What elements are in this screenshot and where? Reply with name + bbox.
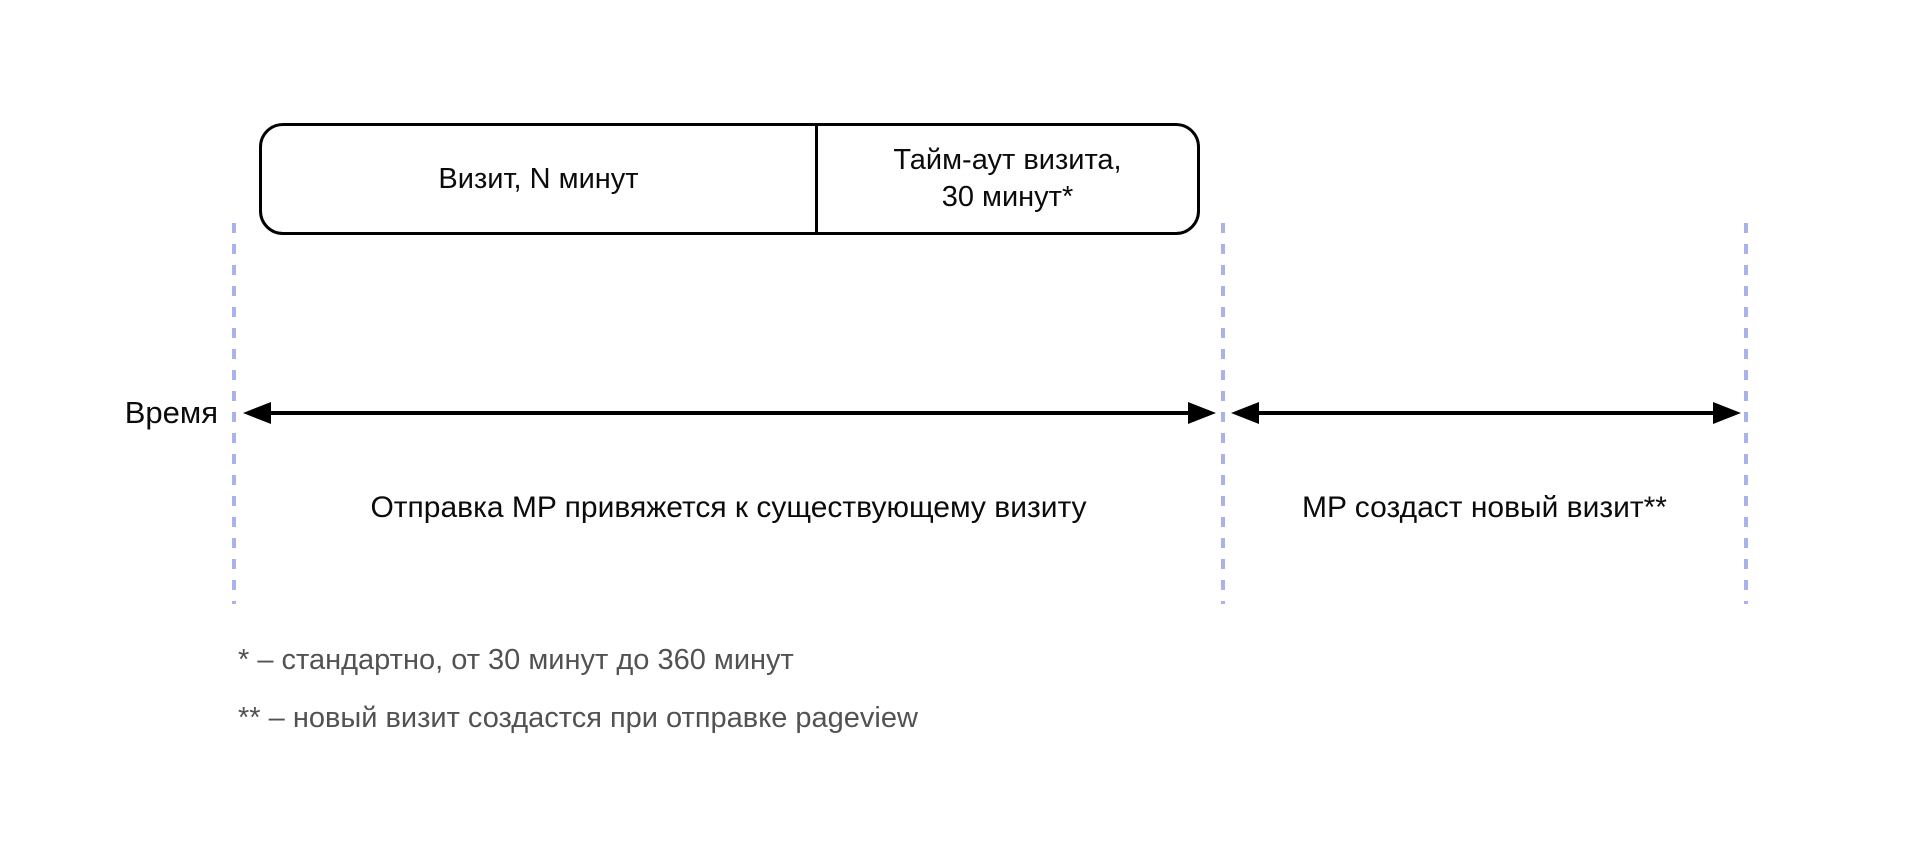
time-arrow-2-right-head xyxy=(1713,402,1741,424)
time-arrow-2-left-head xyxy=(1231,402,1259,424)
timeout-cell-label-line1: Тайм-аут визита, xyxy=(893,144,1122,176)
visit-cell-label: Визит, N минут xyxy=(438,162,639,195)
footnote-timeout-range: * – стандартно, от 30 минут до 360 минут xyxy=(238,644,794,676)
timeout-cell: Тайм-аут визита, 30 минут* xyxy=(818,126,1197,232)
segment-1-label: Отправка MP привяжется к существующему в… xyxy=(370,491,1087,524)
time-arrow-1-right-head xyxy=(1188,402,1216,424)
segment-2-label: MP создаст новый визит** xyxy=(1302,491,1667,524)
visit-cell: Визит, N минут xyxy=(262,126,818,232)
footnotes: * – стандартно, от 30 минут до 360 минут… xyxy=(238,643,918,736)
time-arrow-1-left-head xyxy=(243,402,271,424)
timeout-cell-label-line2: 30 минут* xyxy=(941,181,1074,213)
footnote-new-visit-pageview: ** – новый визит создастся при отправке … xyxy=(238,702,918,734)
visit-timeout-box: Визит, N минут Тайм-аут визита, 30 минут… xyxy=(259,123,1200,235)
time-axis-label: Время xyxy=(124,395,218,430)
